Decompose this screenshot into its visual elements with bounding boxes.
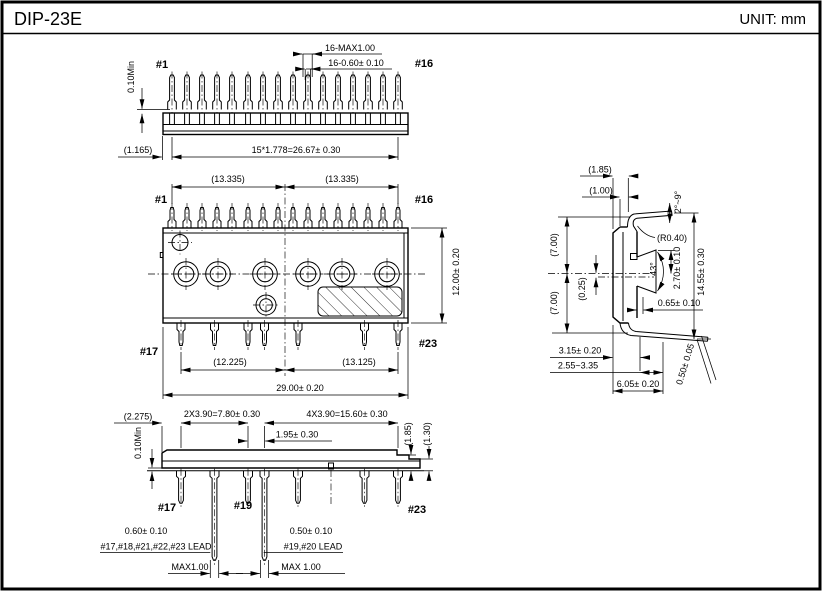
dim-boss-depth: 0.65± 0.10 [658, 298, 700, 308]
bottom-lead-profile [619, 322, 709, 342]
lead-b-max: MAX 1.00 [281, 562, 321, 572]
dim-lead-foot: 2.55~3.35 [558, 361, 598, 371]
dim-step-a: (1.85) [403, 422, 413, 446]
pin16-label-front: #16 [415, 194, 433, 206]
pin17-label-bottom: #17 [158, 502, 176, 514]
dim-lead-angle: 2°~9° [673, 190, 683, 213]
page-title: DIP-23E [14, 9, 82, 29]
dim-edge-offset-top: (1.165) [124, 145, 153, 155]
pin1-label: #1 [156, 59, 168, 71]
dim-pin-max-width: 16-MAX1.00 [325, 43, 375, 53]
label-area-hatch [317, 286, 403, 317]
dim-pitch-left: 2X3.90=7.80± 0.30 [184, 409, 260, 419]
lead-b-width: 0.50± 0.10 [290, 526, 332, 536]
dim-pitch-center: 1.95± 0.30 [276, 430, 318, 440]
dim-body-width: 29.00± 0.20 [276, 383, 323, 393]
top-lead-profile [627, 210, 673, 232]
dim-pitch-total: 15*1.778=26.67± 0.30 [252, 145, 341, 155]
pin19-label-bottom: #19 [234, 500, 252, 512]
dim-upper-half: (7.00) [549, 233, 559, 257]
lead-a-max: MAX1.00 [171, 562, 208, 572]
dim-edge-offset-bottom: (2.275) [124, 412, 153, 422]
dim-total-height: 14.55± 0.30 [696, 248, 706, 295]
pin23-label-front: #23 [419, 338, 437, 350]
pin16-label: #16 [415, 58, 433, 70]
fiducial-mark [168, 230, 192, 255]
dim-pitch-right: 4X3.90=15.60± 0.30 [306, 409, 387, 419]
dim-body-height: 12.00± 0.20 [451, 248, 461, 295]
dim-bend-radius: (R0.40) [657, 233, 687, 243]
small-hole [253, 292, 279, 318]
pin23-label-bottom: #23 [408, 504, 426, 516]
dim-bottom-right: (13.125) [342, 357, 376, 367]
side-view: (1.85) (1.00) 2°~9° (R0.40) (7.00) (7.00… [548, 165, 717, 394]
dim-standoff-top: 0.10Min [126, 61, 136, 93]
lead-a-width: 0.60± 0.10 [125, 526, 167, 536]
unit-label: UNIT: mm [739, 11, 806, 28]
top-lead-view: #1 #16 0.10Min 16-MAX1.00 16-0.60± 0.10 … [118, 43, 433, 160]
boss-profile [636, 249, 657, 294]
dim-bottom-left: (12.225) [213, 357, 247, 367]
dim-top-step2: (1.00) [589, 186, 613, 196]
dim-boss-height: 2.70± 0.10 [672, 247, 682, 289]
dim-body-thickness: 3.15± 0.20 [559, 346, 601, 356]
dim-pin-width: 16-0.60± 0.10 [328, 58, 383, 68]
dim-half-left: (13.335) [211, 174, 245, 184]
dim-lead-thickness: 0.50± 0.05 [674, 342, 696, 386]
dim-half-right: (13.335) [325, 174, 359, 184]
lead-a-pins: #17,#18,#21,#22,#23 LEAD [100, 542, 212, 552]
bottom-view: #17 #19 #23 (2.275) 2X3.90=7.80± 0.30 4X… [100, 409, 433, 578]
lead-b-pins: #19,#20 LEAD [284, 542, 343, 552]
dim-center-offset: (0.25) [577, 277, 587, 301]
dim-lower-half: (7.00) [549, 291, 559, 315]
dim-standoff-bottom: 0.10Min [133, 427, 143, 459]
pin1-label-front: #1 [155, 194, 167, 206]
front-view: (13.335) (13.335) #1 #16 12.00± 0.20 #17… [140, 174, 461, 399]
dim-top-step: (1.85) [588, 165, 612, 175]
dim-step-b: (1.30) [422, 422, 432, 446]
dim-lead-span: 6.05± 0.20 [617, 379, 659, 389]
pin17-label-front: #17 [140, 346, 158, 358]
dim-boss-angle: 43° [649, 262, 659, 276]
